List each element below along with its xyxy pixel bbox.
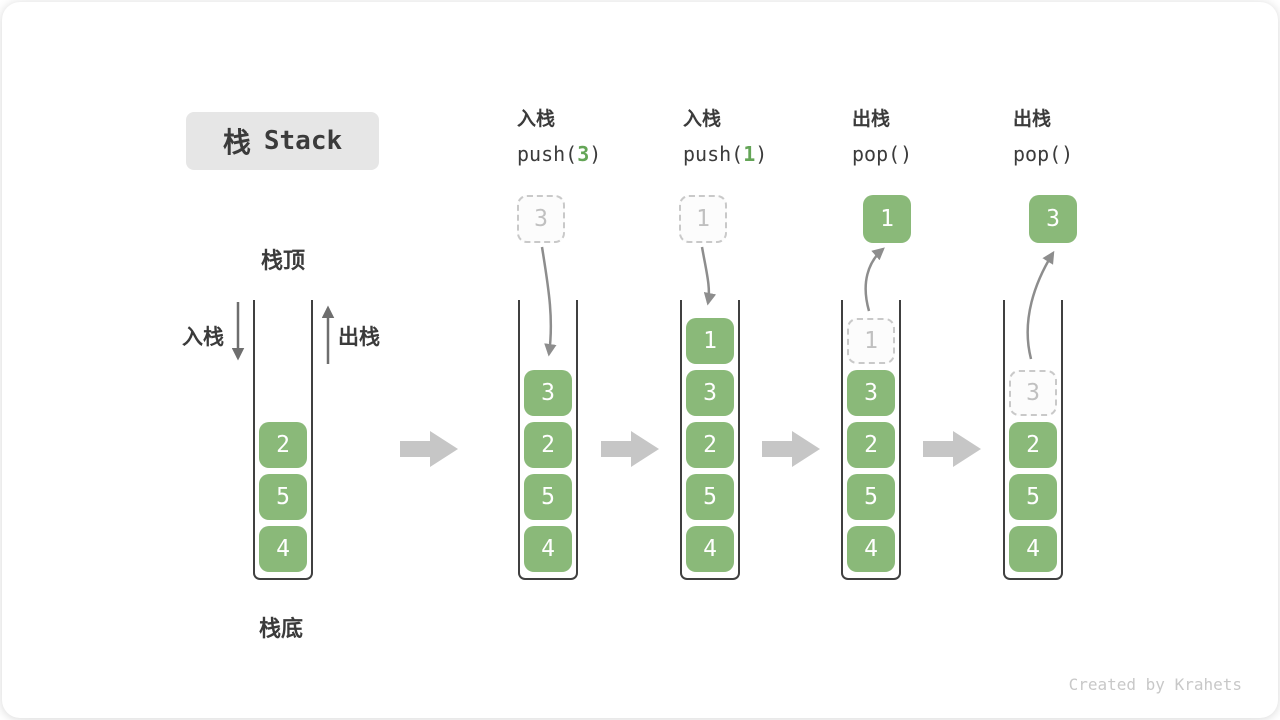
stack-cell: 3 — [686, 370, 734, 416]
float-ghost-box-push-1: 1 — [679, 195, 727, 243]
column-header-push-1: 入栈 push(1) — [683, 104, 767, 166]
stack-cell: 2 — [524, 422, 572, 468]
code-text: pop( — [1013, 142, 1062, 166]
float-ghost-box-push-3: 3 — [517, 195, 565, 243]
stack-cell: 5 — [524, 474, 572, 520]
code-text: push( — [683, 142, 744, 166]
stack-cell: 2 — [1009, 422, 1057, 468]
operation-code: pop() — [1013, 142, 1073, 166]
stack-cell: 4 — [259, 526, 307, 572]
column-header-push-3: 入栈 push(3) — [517, 104, 601, 166]
stack-cell: 5 — [847, 474, 895, 520]
stack-cell-ghost: 3 — [1009, 370, 1057, 416]
push-direction-label: 入栈 — [182, 326, 224, 349]
stack-cell: 4 — [686, 526, 734, 572]
stack-cell: 2 — [847, 422, 895, 468]
float-popped-box-3: 3 — [1029, 195, 1077, 243]
stack-cell: 5 — [1009, 474, 1057, 520]
column-header-pop-1: 出栈 pop() — [852, 104, 912, 166]
code-text: ) — [755, 142, 768, 166]
stack-container-5: 3 2 5 4 — [1003, 300, 1063, 580]
operation-code: push(3) — [517, 142, 601, 166]
stack-cell: 2 — [686, 422, 734, 468]
stack-cell: 4 — [847, 526, 895, 572]
title-zh: 栈 — [222, 127, 251, 158]
stack-cell: 5 — [259, 474, 307, 520]
stack-cell: 4 — [524, 526, 572, 572]
title-box: 栈 Stack — [186, 112, 379, 170]
stack-cell: 3 — [524, 370, 572, 416]
credit-text: Created by Krahets — [1068, 675, 1242, 694]
code-text: pop( — [852, 142, 901, 166]
stack-container-2: 3 2 5 4 — [518, 300, 578, 580]
code-text: ) — [900, 142, 913, 166]
float-popped-box-1: 1 — [863, 195, 911, 243]
operation-code: pop() — [852, 142, 912, 166]
stack-cell: 1 — [686, 318, 734, 364]
operation-label: 入栈 — [683, 109, 722, 130]
stack-cell-ghost: 1 — [847, 318, 895, 364]
title-en: Stack — [263, 126, 343, 156]
code-text: ) — [589, 142, 602, 166]
operation-label: 出栈 — [1013, 109, 1052, 130]
operation-label: 入栈 — [517, 109, 556, 130]
column-header-pop-3: 出栈 pop() — [1013, 104, 1073, 166]
stack-cell: 2 — [259, 422, 307, 468]
pop-direction-label: 出栈 — [338, 326, 380, 349]
stack-cell: 4 — [1009, 526, 1057, 572]
stack-container-4: 1 3 2 5 4 — [841, 300, 901, 580]
stack-cell: 3 — [847, 370, 895, 416]
stack-container-3: 1 3 2 5 4 — [680, 300, 740, 580]
code-arg: 3 — [577, 142, 590, 166]
operation-code: push(1) — [683, 142, 767, 166]
stack-top-label: 栈顶 — [260, 248, 305, 273]
code-text: ) — [1061, 142, 1074, 166]
code-text: push( — [517, 142, 578, 166]
operation-label: 出栈 — [852, 109, 891, 130]
code-arg: 1 — [743, 142, 756, 166]
stack-bottom-label: 栈底 — [258, 616, 303, 641]
stack-container-1: 2 5 4 — [253, 300, 313, 580]
stack-cell: 5 — [686, 474, 734, 520]
